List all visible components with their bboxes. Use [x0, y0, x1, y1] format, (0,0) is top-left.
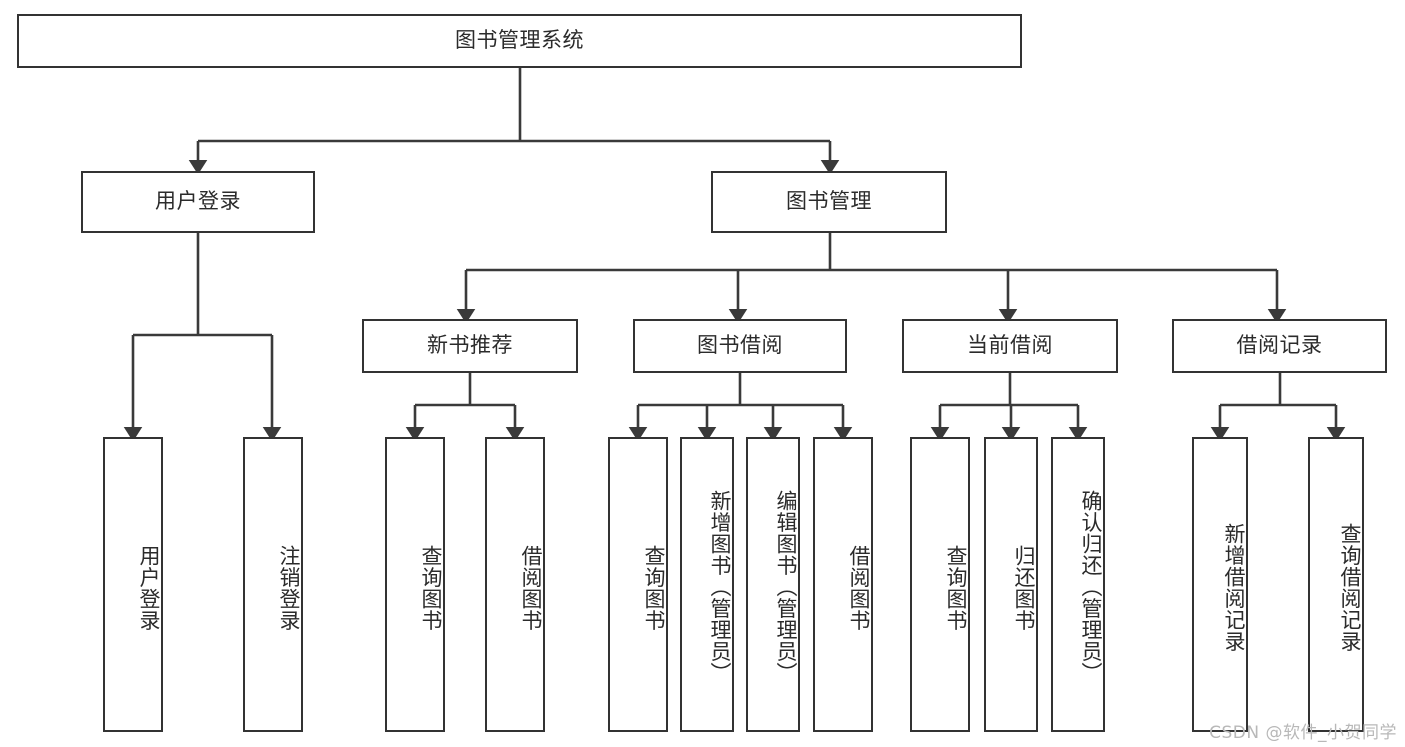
- node-new-book-rec-label: 新书推荐: [427, 333, 513, 358]
- node-leaf-borrow-book-2-label: 借阅图书: [847, 544, 871, 631]
- node-book-borrow[interactable]: 图书借阅: [633, 319, 847, 373]
- node-leaf-user-login-label: 用户登录: [137, 544, 161, 631]
- node-leaf-borrow-book-1-label: 借阅图书: [519, 544, 543, 631]
- node-book-borrow-label: 图书借阅: [697, 333, 783, 358]
- node-leaf-user-login[interactable]: 用户登录: [103, 437, 163, 732]
- node-leaf-borrow-book-1[interactable]: 借阅图书: [485, 437, 545, 732]
- node-leaf-return-book[interactable]: 归还图书: [984, 437, 1038, 732]
- node-user-login-label: 用户登录: [155, 189, 241, 214]
- node-leaf-return-book-label: 归还图书: [1012, 544, 1036, 631]
- node-leaf-query-book-3[interactable]: 查询图书: [910, 437, 970, 732]
- node-borrow-record[interactable]: 借阅记录: [1172, 319, 1387, 373]
- node-leaf-logout[interactable]: 注销登录: [243, 437, 303, 732]
- node-root[interactable]: 图书管理系统: [17, 14, 1022, 68]
- node-leaf-query-book-1-label: 查询图书: [419, 544, 443, 631]
- node-leaf-add-book-label: 新增图书（管理员）: [708, 489, 732, 684]
- node-leaf-query-book-2-label: 查询图书: [642, 544, 666, 631]
- node-leaf-add-book[interactable]: 新增图书（管理员）: [680, 437, 734, 732]
- node-borrow-record-label: 借阅记录: [1236, 333, 1323, 358]
- node-leaf-borrow-book-2[interactable]: 借阅图书: [813, 437, 873, 732]
- node-current-borrow[interactable]: 当前借阅: [902, 319, 1118, 373]
- node-leaf-edit-book[interactable]: 编辑图书（管理员）: [746, 437, 800, 732]
- node-leaf-query-book-2[interactable]: 查询图书: [608, 437, 668, 732]
- node-leaf-add-record[interactable]: 新增借阅记录: [1192, 437, 1248, 732]
- node-book-manage[interactable]: 图书管理: [711, 171, 947, 233]
- node-root-label: 图书管理系统: [455, 28, 584, 53]
- node-leaf-query-record[interactable]: 查询借阅记录: [1308, 437, 1364, 732]
- node-leaf-edit-book-label: 编辑图书（管理员）: [774, 489, 798, 684]
- node-leaf-logout-label: 注销登录: [277, 544, 301, 631]
- node-user-login[interactable]: 用户登录: [81, 171, 315, 233]
- node-leaf-add-record-label: 新增借阅记录: [1222, 523, 1246, 652]
- node-current-borrow-label: 当前借阅: [967, 333, 1053, 358]
- csdn-watermark: CSDN @软件_小贺同学: [1209, 723, 1397, 743]
- node-leaf-confirm-return[interactable]: 确认归还（管理员）: [1051, 437, 1105, 732]
- node-new-book-rec[interactable]: 新书推荐: [362, 319, 578, 373]
- node-leaf-confirm-return-label: 确认归还（管理员）: [1079, 489, 1103, 684]
- node-leaf-query-book-1[interactable]: 查询图书: [385, 437, 445, 732]
- node-book-manage-label: 图书管理: [786, 189, 872, 214]
- node-leaf-query-book-3-label: 查询图书: [944, 544, 968, 631]
- node-leaf-query-record-label: 查询借阅记录: [1338, 523, 1362, 652]
